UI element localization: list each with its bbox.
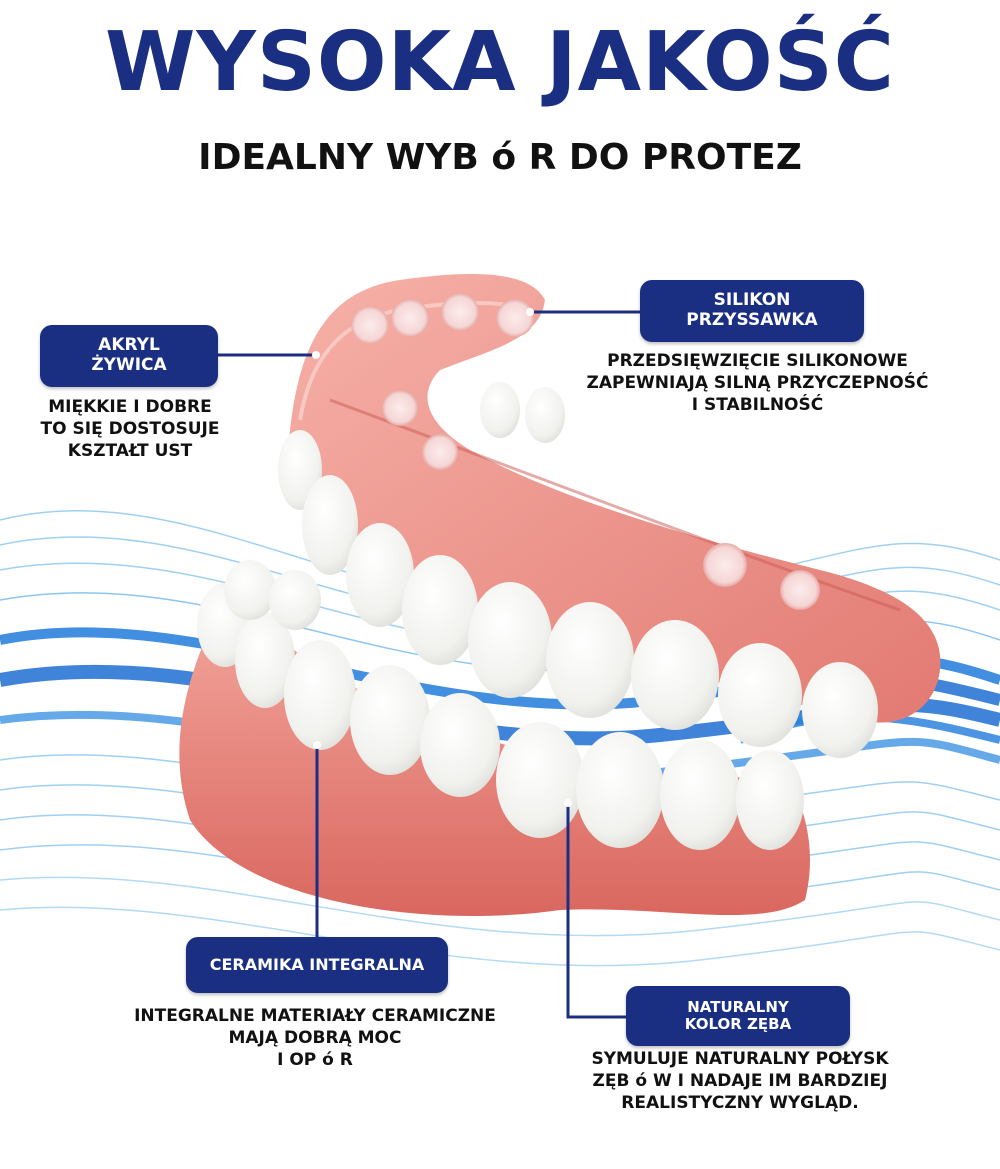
desc-acrylic-line-3: KSZTAŁT UST — [67, 441, 193, 462]
desc-natural-line-1: SYMULUJE NATURALNY POŁYSK — [591, 1049, 889, 1069]
upper-teeth — [278, 382, 878, 758]
leader-lines — [215, 308, 642, 1019]
desc-natural-line-2: ZĘB ó W I NADAJE IM BARDZIEJ — [592, 1071, 888, 1092]
label-silicone-line-2: PRZYSSAWKA — [686, 310, 818, 330]
page-subtitle: IDEALNY WYB ó R DO PROTEZ — [198, 137, 802, 178]
desc-ceramic: INTEGRALNE MATERIAŁY CERAMICZNE MAJĄ DOB… — [90, 1005, 540, 1071]
label-natural-tooth-color: NATURALNY KOLOR ZĘBA — [626, 986, 850, 1046]
suction-cups — [351, 293, 820, 610]
desc-ceramic-line-3: I OP ó R — [277, 1050, 353, 1071]
label-ceramic-line-1: CERAMIKA INTEGRALNA — [209, 954, 425, 974]
label-silicone-line-1: SILIKON — [713, 290, 791, 311]
desc-silicone-line-2: ZAPEWNIAJĄ SILNĄ PRZYCZEPNOŚĆ — [586, 373, 929, 394]
label-acrylic-line-1: AKRYL — [98, 335, 160, 356]
desc-acrylic-line-2: TO SIĘ DOSTOSUJE — [40, 419, 220, 440]
label-natural-line-1: NATURALNY — [687, 997, 789, 1016]
desc-acrylic: MIĘKKIE I DOBRE TO SIĘ DOSTOSUJE KSZTAŁT… — [10, 396, 250, 462]
desc-silicone: PRZEDSIĘWZIĘCIE SILIKONOWE ZAPEWNIAJĄ SI… — [555, 350, 960, 416]
upper-gum — [289, 274, 941, 723]
label-natural-line-2: KOLOR ZĘBA — [684, 1015, 792, 1033]
desc-ceramic-line-1: INTEGRALNE MATERIAŁY CERAMICZNE — [134, 1006, 496, 1026]
page-title: WYSOKA JAKOŚĆ — [105, 15, 895, 110]
label-acrylic-resin: AKRYL ŻYWICA — [40, 325, 218, 387]
desc-natural: SYMULUJE NATURALNY POŁYSK ZĘB ó W I NADA… — [545, 1048, 935, 1114]
lower-teeth — [197, 560, 804, 850]
label-acrylic-line-2: ŻYWICA — [91, 355, 167, 375]
desc-silicone-line-3: I STABILNOŚĆ — [691, 395, 824, 416]
desc-acrylic-line-1: MIĘKKIE I DOBRE — [48, 397, 212, 417]
label-silicone-suction: SILIKON PRZYSSAWKA — [640, 280, 864, 342]
desc-ceramic-line-2: MAJĄ DOBRĄ MOC — [228, 1028, 402, 1049]
desc-silicone-line-1: PRZEDSIĘWZIĘCIE SILIKONOWE — [607, 351, 908, 371]
desc-natural-line-3: REALISTYCZNY WYGLĄD. — [621, 1093, 859, 1114]
label-integral-ceramic: CERAMIKA INTEGRALNA — [186, 937, 448, 993]
